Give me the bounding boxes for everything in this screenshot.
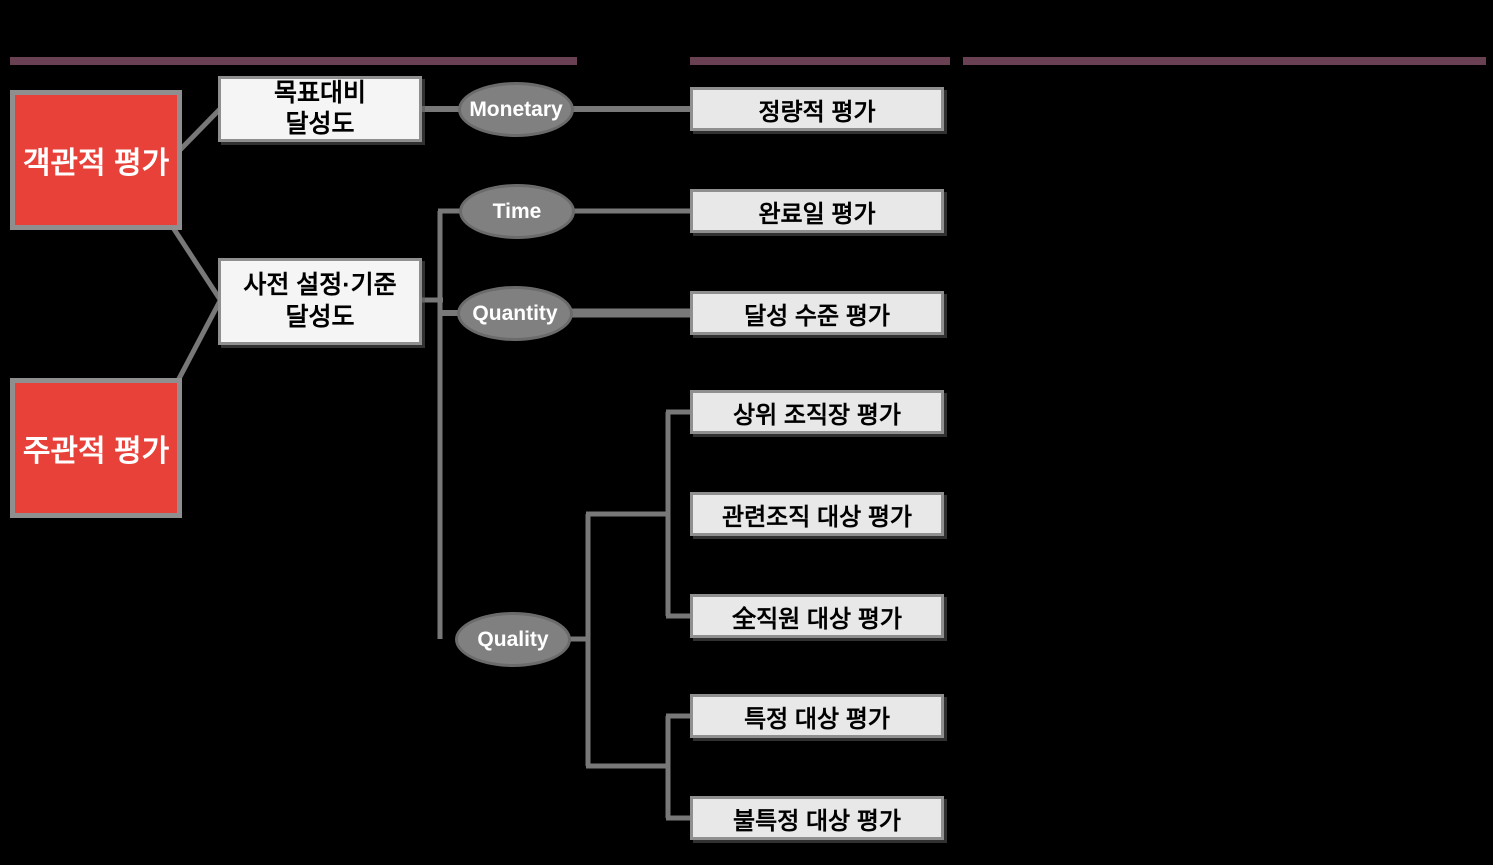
section-divider-bar-middle	[690, 57, 950, 65]
ellipse-quantity: Quantity	[457, 286, 573, 341]
node-unspecified-target-evaluation: 불특정 대상 평가	[690, 796, 944, 840]
node-achievement-level-evaluation: 달성 수준 평가	[690, 291, 944, 335]
node-preset-criteria-achievement: 사전 설정·기준 달성도	[218, 258, 422, 345]
node-objective-evaluation: 객관적 평가	[10, 90, 182, 230]
ellipse-quality: Quality	[455, 612, 571, 667]
node-quantitative-evaluation: 정량적 평가	[690, 87, 944, 131]
section-divider-bar-left	[10, 57, 577, 65]
node-goal-achievement: 목표대비 달성도	[218, 76, 422, 142]
ellipse-monetary: Monetary	[458, 82, 574, 137]
node-specific-target-evaluation: 특정 대상 평가	[690, 694, 944, 738]
node-related-org-evaluation: 관련조직 대상 평가	[690, 492, 944, 536]
node-completion-date-evaluation: 완료일 평가	[690, 189, 944, 233]
node-all-staff-evaluation: 全직원 대상 평가	[690, 594, 944, 638]
ellipse-time: Time	[459, 184, 575, 239]
section-divider-bar-right	[963, 57, 1486, 65]
node-senior-manager-evaluation: 상위 조직장 평가	[690, 390, 944, 434]
node-subjective-evaluation: 주관적 평가	[10, 378, 182, 518]
